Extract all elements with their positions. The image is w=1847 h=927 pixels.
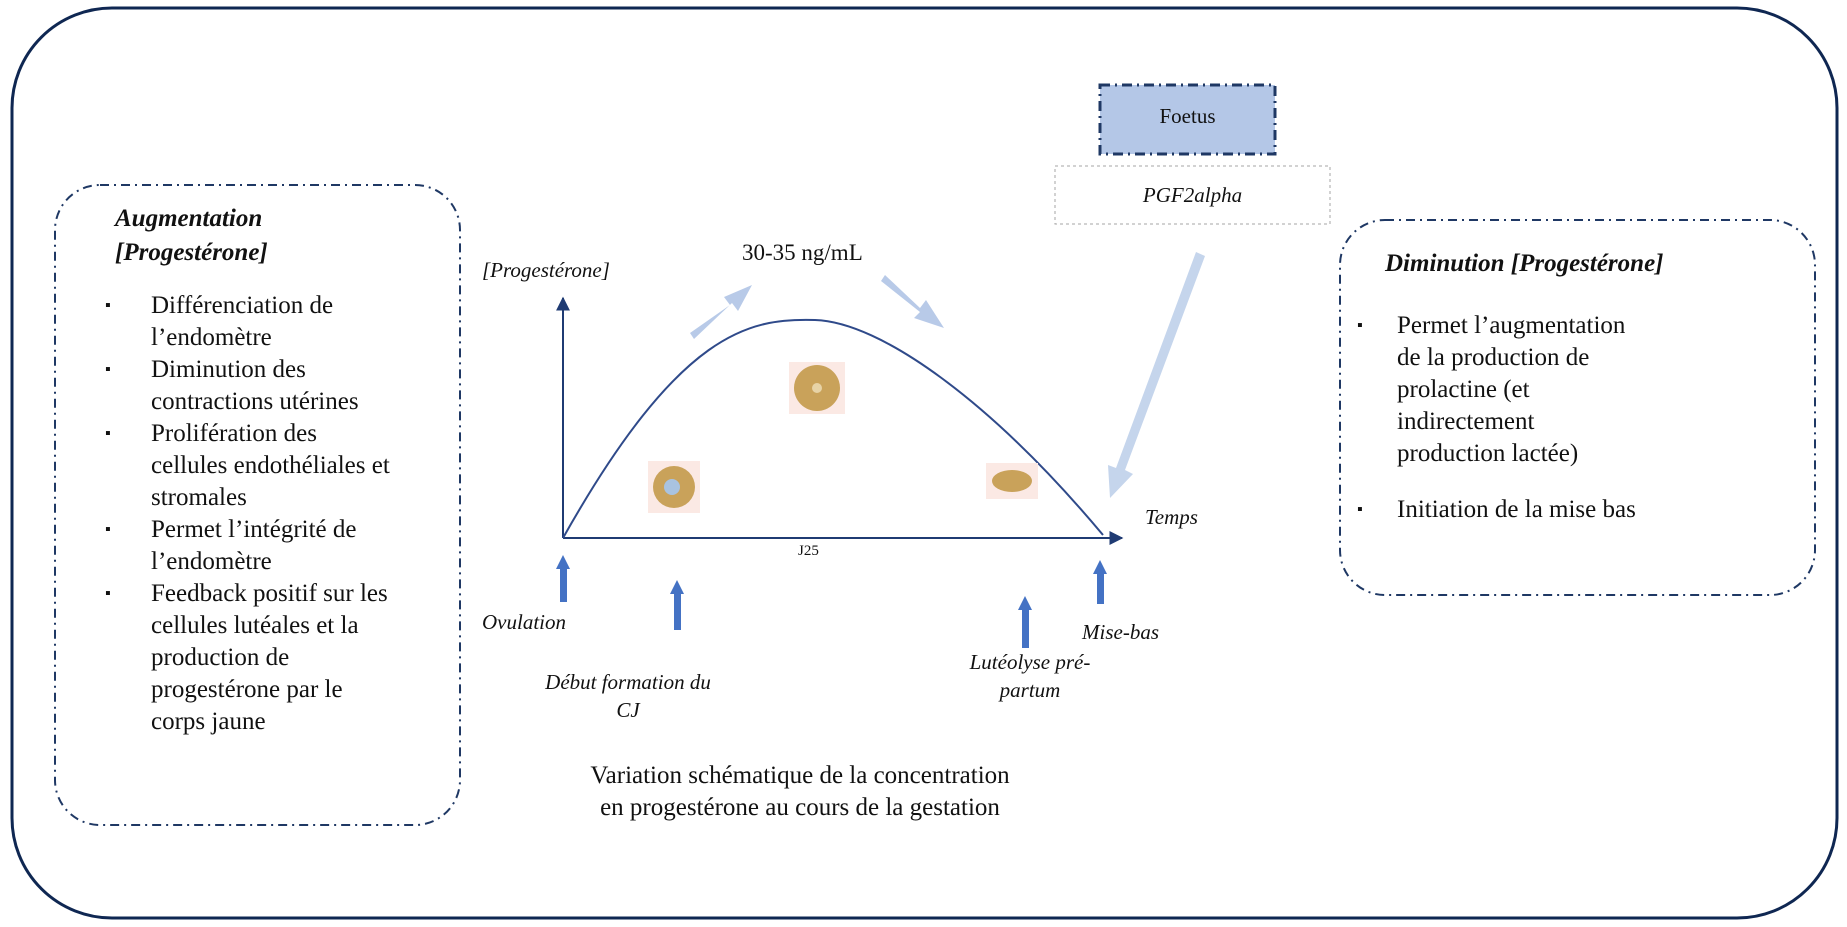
event-mise-bas-label: Mise-bas (1082, 620, 1159, 644)
left-panel-item: ▪ Prolifération des cellules endothéliales… (55, 418, 450, 514)
figure-caption: Variation schématique de la concentratio… (520, 760, 1080, 824)
x-tick-j25: J25 (798, 543, 819, 559)
peak-value-label: 30-35 ng/mL (742, 240, 863, 265)
left-effects-list: ▪ Différenciation de l’endomètre ▪ Diminutio… (55, 290, 450, 738)
pgf-arrow-icon (1108, 252, 1205, 498)
left-panel-item-line: Feedback positif sur les (151, 580, 388, 607)
bullet-icon: ▪ (105, 585, 111, 602)
y-axis-label: [Progestérone] (482, 258, 610, 282)
right-panel-decrease: Diminution [Progestérone] ▪ Permet l’augm… (1345, 225, 1815, 595)
rise-arrow-icon (690, 285, 752, 339)
bullet-icon: ▪ (105, 297, 111, 314)
right-panel-item: ▪ Permet l’augmentation de la production d… (1345, 310, 1815, 470)
foetus-label: Foetus (1159, 104, 1216, 128)
bullet-icon: ▪ (105, 521, 111, 538)
left-panel-item-line: contractions utérines (151, 388, 359, 415)
left-panel-item-line: stromales (151, 484, 247, 511)
left-panel-item-line: l’endomètre (151, 324, 272, 351)
left-panel-item: ▪ Différenciation de l’endomètre (55, 290, 450, 354)
luteolyse-arrow-icon (1018, 596, 1032, 648)
mise-bas-arrow-icon (1093, 560, 1107, 604)
right-panel-item-line: Permet l’augmentation (1397, 312, 1626, 339)
left-panel-item: ▪ Diminution des contractions utérines (55, 354, 450, 418)
event-ovulation-label: Ovulation (482, 610, 566, 634)
bullet-icon: ▪ (105, 425, 111, 442)
left-title-line-2: [Progestérone] (115, 239, 268, 266)
corpus-luteum-icon-late (986, 463, 1038, 499)
event-cj-label: Début formation du CJ (508, 668, 748, 724)
event-luteolyse-line-1: Lutéolyse pré- (969, 650, 1091, 674)
left-panel-item-line: corps jaune (151, 708, 266, 735)
right-panel-title: Diminution [Progestérone] (1385, 250, 1664, 277)
left-panel-item-line: Diminution des (151, 356, 306, 383)
bullet-icon: ▪ (1357, 317, 1363, 334)
left-panel-item-line: production de (151, 644, 290, 671)
left-title-line-1: Augmentation (115, 205, 263, 232)
left-panel-item-line: Prolifération des (151, 420, 317, 447)
left-panel-title: Augmentation [Progestérone] (115, 202, 268, 270)
left-panel-item-line: Différenciation de (151, 292, 334, 319)
corpus-luteum-icon-early (648, 461, 700, 513)
right-panel-item-line: prolactine (et (1397, 376, 1530, 403)
corpus-luteum-icon-mid (789, 362, 845, 414)
progesterone-curve (562, 318, 1104, 539)
event-cj-line-2: CJ (616, 698, 640, 722)
left-panel-item-line: l’endomètre (151, 548, 272, 575)
x-axis-label: Temps (1145, 505, 1198, 529)
left-panel-item-line: Permet l’intégrité de (151, 516, 357, 543)
left-panel-item-line: cellules endothéliales et (151, 452, 390, 479)
right-panel-item-line: Initiation de la mise bas (1397, 496, 1636, 523)
left-panel-increase: Augmentation [Progestérone] ▪ Différencia… (55, 190, 450, 820)
pgf2alpha-label: PGF2alpha (1142, 183, 1243, 207)
fall-arrow-icon (881, 275, 944, 328)
ovulation-arrow-icon (556, 555, 570, 602)
right-panel-item-line: indirectement (1397, 408, 1535, 435)
left-panel-item-line: progestérone par le (151, 676, 343, 703)
right-effects-list: ▪ Permet l’augmentation de la production d… (1345, 310, 1815, 550)
bullet-icon: ▪ (105, 361, 111, 378)
event-luteolyse-label: Lutéolyse pré- partum (945, 648, 1115, 704)
right-panel-item: ▪ Initiation de la mise bas (1345, 494, 1815, 526)
caption-line-1: Variation schématique de la concentratio… (590, 762, 1010, 789)
event-cj-line-1: Début formation du (545, 670, 711, 694)
cj-arrow-icon (670, 580, 684, 630)
caption-line-2: en progestérone au cours de la gestation (600, 794, 1000, 821)
bullet-icon: ▪ (1357, 501, 1363, 518)
right-panel-item-line: de la production de (1397, 344, 1590, 371)
left-panel-item: ▪ Permet l’intégrité de l’endomètre (55, 514, 450, 578)
left-panel-item-line: cellules lutéales et la (151, 612, 359, 639)
right-panel-item-line: production lactée) (1397, 440, 1579, 467)
event-luteolyse-line-2: partum (999, 678, 1061, 702)
left-panel-item: ▪ Feedback positif sur les cellules lutéal… (55, 578, 450, 738)
